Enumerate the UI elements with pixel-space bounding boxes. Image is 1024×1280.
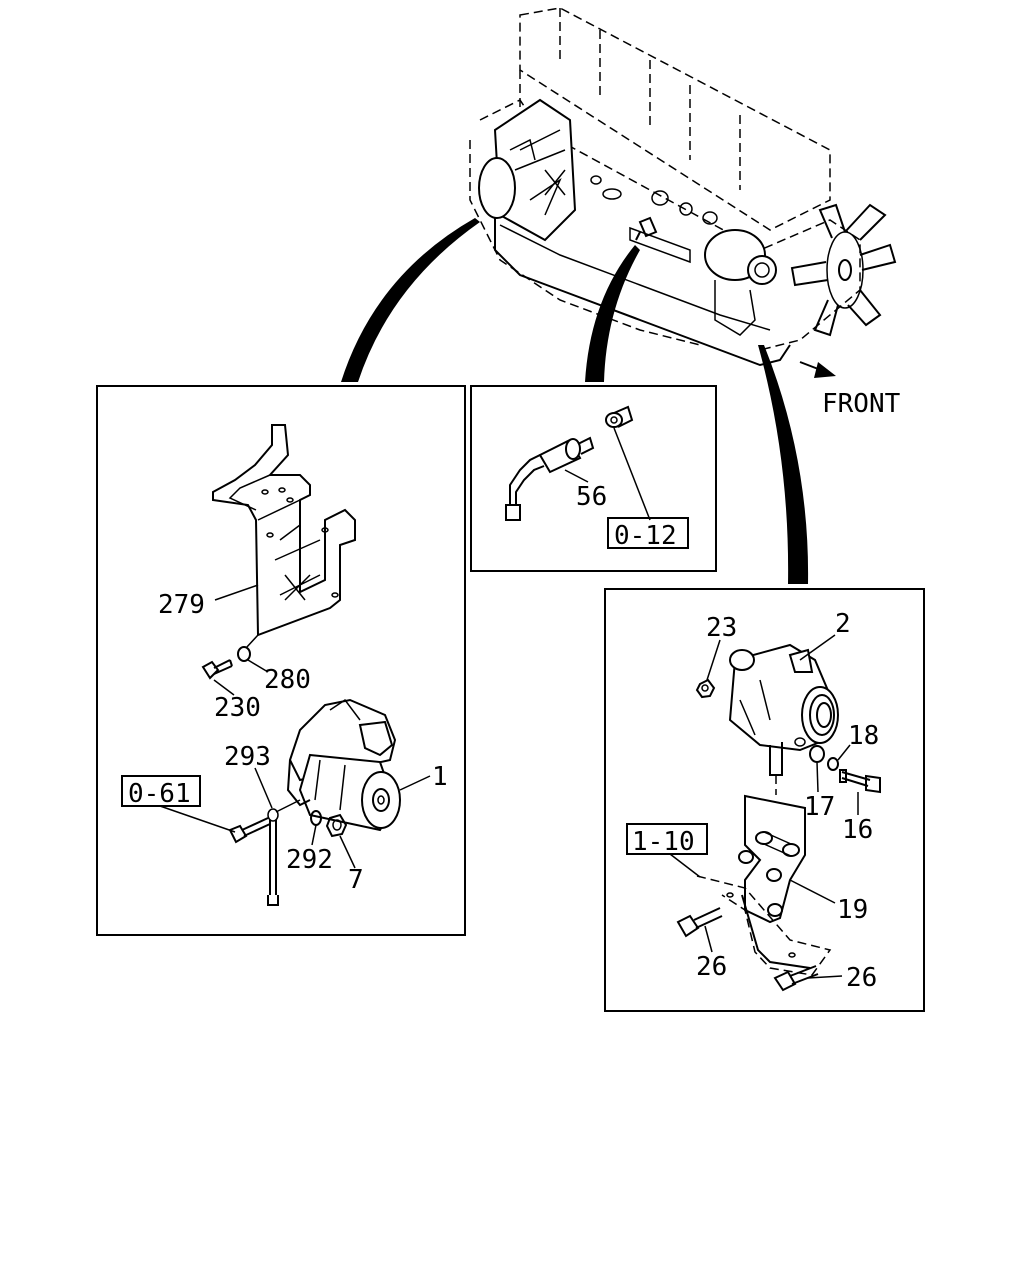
callout-26-left: 26	[696, 952, 727, 982]
washer-17	[809, 745, 825, 763]
callout-2: 2	[835, 609, 851, 639]
bolt-26-left	[676, 907, 723, 938]
callout-17: 17	[804, 792, 835, 822]
callout-230: 230	[214, 693, 261, 723]
callout-18: 18	[848, 721, 879, 751]
reference-0-61: 0-61	[128, 779, 191, 809]
washer-18	[827, 757, 839, 771]
callout-23: 23	[706, 613, 737, 643]
engine-starter	[478, 98, 577, 242]
starter-bracket	[212, 424, 356, 637]
callout-293: 293	[224, 742, 271, 772]
callout-1: 1	[432, 762, 448, 792]
starter-detail-box	[96, 385, 466, 936]
front-label: FRONT	[822, 389, 901, 419]
bolt-26-right	[773, 965, 819, 992]
fan-blades	[790, 203, 897, 337]
connector-arc-starter	[341, 218, 480, 382]
callout-26-right: 26	[846, 963, 877, 993]
washer-280	[237, 646, 251, 662]
nut-23	[695, 678, 716, 699]
callout-292: 292	[286, 845, 333, 875]
engine-alternator	[704, 229, 777, 336]
switch-detail-box	[470, 385, 717, 572]
alternator-bracket	[738, 794, 806, 924]
callout-7: 7	[348, 865, 364, 895]
mounting-plate	[696, 875, 832, 976]
starter-motor	[286, 698, 401, 832]
reference-1-10: 1-10	[632, 827, 695, 857]
callout-19: 19	[837, 895, 868, 925]
reference-box-1-10	[626, 823, 708, 855]
connector-arc-alternator	[758, 345, 809, 584]
nut-7	[325, 813, 348, 838]
callout-56: 56	[576, 482, 607, 512]
reference-box-0-12	[607, 517, 689, 549]
engine-assembly: FRONT	[469, 7, 901, 419]
adapter-fitting	[605, 405, 634, 428]
reference-0-12: 0-12	[614, 521, 677, 551]
callout-279: 279	[158, 590, 205, 620]
bolt-0-61	[228, 817, 271, 844]
alternator-detail-box	[604, 588, 925, 1012]
alternator	[728, 643, 839, 776]
bolt-16	[839, 769, 881, 794]
cable-293	[267, 799, 301, 906]
connector-arc-switch	[585, 245, 640, 382]
bolt-230	[201, 659, 233, 680]
oil-pressure-switch	[505, 436, 595, 521]
callout-280: 280	[264, 665, 311, 695]
callout-16: 16	[842, 815, 873, 845]
